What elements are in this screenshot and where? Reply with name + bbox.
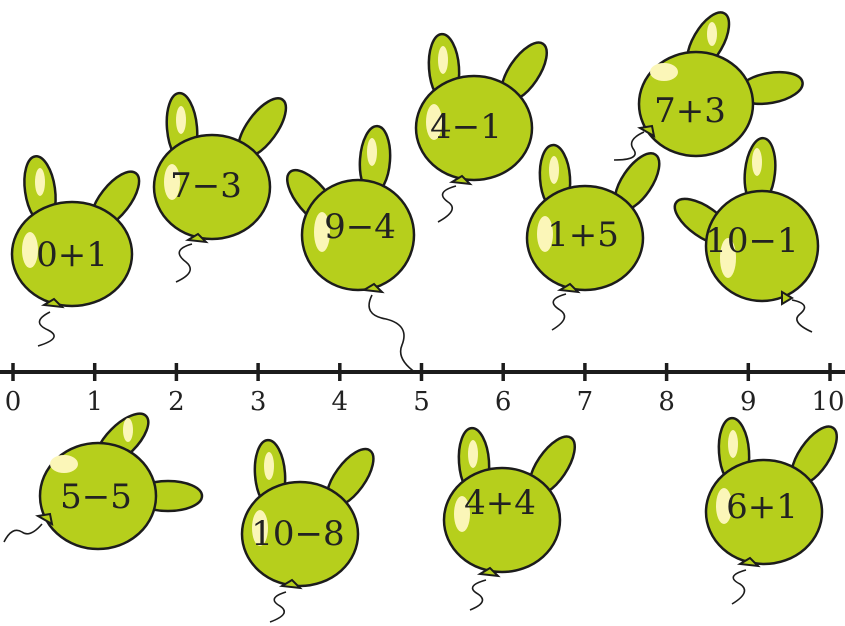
balloon-highlight (176, 106, 186, 134)
number-line: 0 1 2 3 4 5 6 7 8 9 10 (0, 363, 845, 417)
balloon-0-plus-1[interactable]: 0+1 (12, 154, 148, 346)
balloon-expression: 10−1 (705, 221, 798, 261)
balloon-expression: 4+4 (464, 483, 536, 523)
balloon-string (470, 580, 486, 610)
balloon-expression: 9−4 (324, 207, 396, 247)
tick-label: 3 (250, 387, 267, 417)
balloon-highlight (707, 22, 717, 46)
balloon-string (369, 295, 416, 373)
tick-label: 6 (495, 387, 512, 417)
tick-label: 0 (5, 387, 22, 417)
balloon-string (176, 244, 192, 282)
tick-label: 1 (86, 387, 103, 417)
balloon-string (4, 524, 42, 542)
balloon-highlight (264, 452, 274, 480)
balloon-knot (640, 126, 654, 136)
balloon-highlight (438, 46, 448, 74)
tick-label: 9 (740, 387, 757, 417)
balloon-string (438, 186, 456, 222)
tick-label: 10 (811, 387, 844, 417)
balloon-7-minus-3[interactable]: 7−3 (154, 91, 295, 282)
balloon-highlight (123, 418, 133, 442)
balloon-5-minus-5[interactable]: 5−5 (4, 405, 202, 549)
tick-label: 5 (413, 387, 430, 417)
balloon-highlight (549, 156, 559, 184)
balloon-string (792, 300, 812, 332)
balloon-expression: 10−8 (251, 514, 344, 554)
balloon-highlight (650, 63, 678, 81)
balloon-string (732, 570, 746, 604)
balloon-string (270, 592, 286, 622)
tick-label: 4 (332, 387, 349, 417)
balloon-expression: 0+1 (36, 235, 108, 275)
balloon-10-minus-8[interactable]: 10−8 (242, 439, 382, 622)
balloon-1-plus-5[interactable]: 1+5 (527, 144, 668, 330)
balloon-highlight (50, 455, 78, 473)
balloon-expression: 6+1 (726, 487, 798, 527)
balloon-9-minus-4[interactable]: 9−4 (279, 125, 416, 373)
balloon-4-minus-1[interactable]: 4−1 (416, 33, 555, 222)
balloons: 0+1 7−3 9−4 (4, 6, 845, 622)
balloon-highlight (468, 440, 478, 468)
balloon-expression: 1+5 (547, 215, 619, 255)
balloon-knot (38, 514, 52, 524)
balloon-4-plus-4[interactable]: 4+4 (444, 427, 583, 610)
balloon-highlight (367, 138, 377, 166)
balloon-6-plus-1[interactable]: 6+1 (706, 417, 845, 604)
balloon-expression: 4−1 (430, 107, 502, 147)
balloon-string (552, 294, 566, 330)
balloon-expression: 5−5 (60, 477, 132, 517)
balloon-highlight (35, 168, 45, 196)
balloon-string (614, 132, 644, 160)
balloon-highlight (752, 148, 762, 176)
tick-label: 2 (168, 387, 185, 417)
tick-label: 7 (577, 387, 594, 417)
balloon-expression: 7+3 (654, 91, 726, 131)
balloon-string (38, 312, 54, 346)
balloon-7-plus-3[interactable]: 7+3 (614, 6, 805, 160)
balloon-highlight (728, 430, 738, 458)
balloon-10-minus-1[interactable]: 10−1 (668, 137, 818, 332)
tick-label: 8 (658, 387, 675, 417)
balloon-expression: 7−3 (170, 166, 242, 206)
